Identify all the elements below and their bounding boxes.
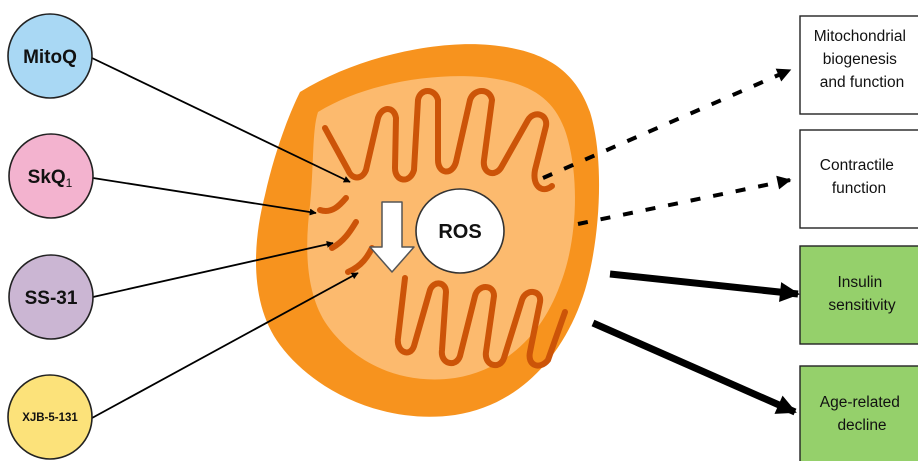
contractile-arrow: [577, 175, 792, 226]
outcome-mitochondrial-biogenesis: Mitochondrial biogenesis and function: [799, 15, 918, 115]
ss31-circle: [8, 254, 94, 340]
insulin-arrow: [609, 270, 800, 303]
mitoq-label: MitoQ: [23, 47, 77, 68]
age-arrow: [591, 319, 797, 416]
compound-xjb: XJB-5-131: [7, 374, 93, 460]
skq1-name: SkQ: [28, 167, 66, 188]
outcome-label: Age-related decline: [820, 394, 904, 434]
compound-arrows: [91, 57, 359, 419]
skq1-arrow: [92, 177, 317, 216]
decrease-arrow-icon: [369, 201, 415, 273]
outcome-box: [799, 129, 918, 229]
outcome-line: Mitochondrial: [814, 28, 906, 45]
xjb-arrow: [91, 272, 359, 419]
xjb-label: XJB-5-131: [22, 412, 78, 424]
outcome-insulin-sensitivity: Insulin sensitivity: [799, 245, 918, 345]
ss31-label: SS-31: [25, 288, 78, 309]
mitoq-circle: [7, 13, 93, 99]
xjb-circle: [7, 374, 93, 460]
skq1-subscript: 1: [66, 176, 73, 190]
skq1-label: SkQ1: [28, 167, 73, 190]
outcome-label: Mitochondrial biogenesis and function: [814, 28, 911, 91]
compound-skq1: SkQ1: [8, 133, 94, 219]
outcome-line: biogenesis: [823, 51, 897, 68]
outcome-line: Age-related: [820, 394, 900, 411]
outcome-line: and function: [820, 74, 904, 91]
mitoq-arrow: [91, 57, 351, 183]
compound-mitoq: MitoQ: [7, 13, 93, 99]
ros-label: ROS: [438, 221, 481, 243]
outcome-line: sensitivity: [828, 297, 895, 314]
outcome-line: Contractile: [820, 157, 894, 174]
outcome-line: function: [832, 180, 886, 197]
outcome-line: Insulin: [837, 274, 882, 291]
outcome-label: Insulin sensitivity: [828, 274, 895, 314]
outcome-age-related-decline: Age-related decline: [799, 365, 918, 461]
mitochondrion-cristae: [317, 88, 568, 369]
ss31-arrow: [92, 240, 334, 298]
ros-circle: [415, 188, 505, 274]
outcome-box: [799, 15, 918, 115]
outcome-arrows: [542, 68, 800, 416]
skq1-circle: [8, 133, 94, 219]
outcome-label: Contractile function: [820, 157, 898, 197]
outcome-box: [799, 365, 918, 461]
outcome-box: [799, 245, 918, 345]
outcome-contractile-function: Contractile function: [799, 129, 918, 229]
outcome-line: decline: [837, 417, 886, 434]
compound-ss31: SS-31: [8, 254, 94, 340]
